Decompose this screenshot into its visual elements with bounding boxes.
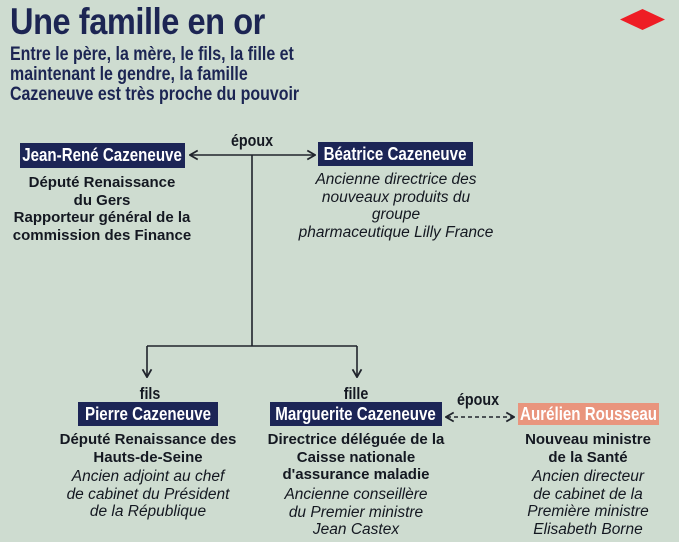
son-name-box: Pierre Cazeneuve: [78, 402, 218, 426]
son-label: fils: [139, 384, 161, 403]
son-in-law-former-role: Ancien directeur de cabinet de la Premiè…: [527, 468, 649, 538]
daughter-label: fille: [343, 384, 369, 403]
mother-name: Béatrice Cazeneuve: [324, 143, 467, 164]
daughter-role-primary: Directrice déléguée de la Caisse nationa…: [267, 431, 445, 483]
red-diamond-icon: [620, 9, 665, 30]
mother-name-box: Béatrice Cazeneuve: [318, 142, 473, 166]
daughter-name-box: Marguerite Cazeneuve: [270, 402, 442, 426]
spouses-bottom-label: époux: [456, 390, 500, 409]
page-subtitle: Entre le père, la mère, le fils, la fill…: [10, 44, 300, 105]
son-role-primary: Député Renaissance des Hauts-de-Seine: [59, 431, 237, 466]
father-role-primary: Député Renaissance du Gers: [28, 174, 176, 209]
son-in-law-name-box: Aurélien Rousseau: [518, 403, 659, 425]
son-former-role: Ancien adjoint au chef de cabinet du Pré…: [66, 468, 230, 520]
daughter-former-role: Ancienne conseillère du Premier ministre…: [284, 486, 428, 538]
son-in-law-name: Aurélien Rousseau: [520, 403, 657, 424]
daughter-name: Marguerite Cazeneuve: [275, 403, 437, 424]
son-name: Pierre Cazeneuve: [84, 403, 212, 424]
spouses-top-label: époux: [230, 131, 274, 150]
father-name-box: Jean-René Cazeneuve: [20, 143, 185, 168]
page-title: Une famille en or: [10, 1, 265, 42]
son-in-law-role-primary: Nouveau ministre de la Santé: [525, 431, 651, 466]
mother-former-role: Ancienne directrice des nouveaux produit…: [298, 171, 494, 241]
father-name: Jean-René Cazeneuve: [22, 145, 183, 165]
father-role-secondary: Rapporteur général de la commission des …: [12, 209, 192, 244]
